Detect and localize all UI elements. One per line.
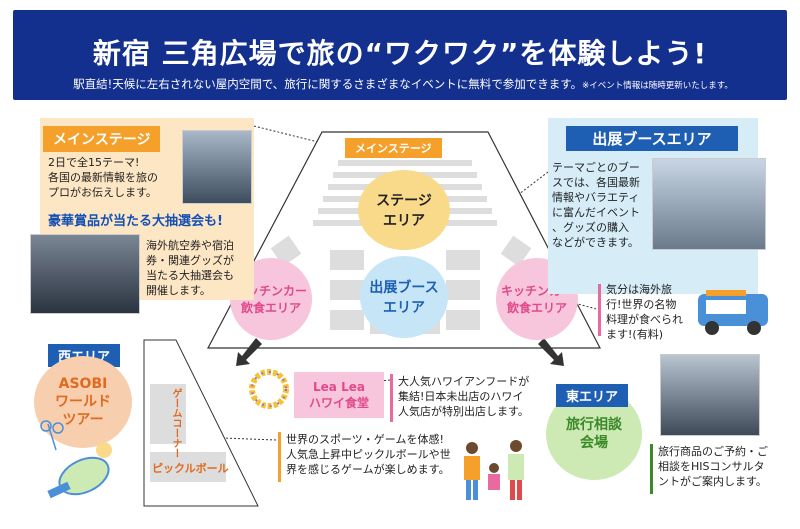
east-desc: 旅行商品のご予約・ご 相談をHISコンサルタ ントがご案内します。: [658, 445, 768, 488]
header-banner: 新宿 三角広場で旅の“ワクワク”を体験しよう! 駅直結!天候に左右されない屋内空…: [13, 10, 787, 100]
lealea-desc-bar: [390, 374, 393, 422]
kitchen-desc-bar: [598, 284, 601, 336]
lei-icon: [249, 369, 289, 409]
game-corner-label: ゲームコーナー: [170, 388, 181, 458]
west-desc-bar: [278, 432, 281, 482]
pickleball-paddle-icon: [40, 420, 112, 499]
main-stage-map-tag: メインステージ: [345, 138, 442, 158]
lottery-title: 豪華賞品が当たる大抽選会も!: [48, 214, 223, 229]
east-area-tag: 東エリア: [556, 384, 629, 407]
west-desc: 世界のスポーツ・ゲームを体感! 人気急上昇中ピックルボールや世 界を感じるゲーム…: [286, 433, 451, 476]
family-illustration: [464, 440, 524, 500]
booth-desc: テーマごとのブー スでは、各国最新 情報やバラエティ に富んだイベント 、グッズ…: [552, 161, 640, 249]
main-stage-tag: メインステージ: [43, 126, 161, 152]
main-stage-desc: 2日で全15テーマ! 各国の最新情報を旅の プロがお伝えします。: [48, 156, 158, 199]
kitchen-car-icon: [698, 290, 768, 335]
lottery-photo: [30, 234, 140, 314]
page-title: 新宿 三角広場で旅の“ワクワク”を体験しよう!: [92, 37, 708, 70]
stage-photo: [182, 130, 252, 204]
lealea-desc: 大人気ハワイアンフードが 集結!日本未出店のハワイ 人気店が特別出店します。: [398, 375, 530, 418]
kitchen-desc: 気分は海外旅 行!世界の名物 料理が食べられ ます!(有料): [606, 283, 683, 341]
pickleball-label: ピックルボール: [152, 462, 229, 475]
consult-photo: [660, 354, 760, 436]
booth-tag: 出展ブースエリア: [566, 126, 738, 151]
booth-photo: [652, 158, 766, 250]
booth-area-circle: 出展ブースエリア: [360, 256, 448, 338]
page-subtitle: 駅直結!天候に左右されない屋内空間で、旅行に関するさまざまなイベントに無料で参加…: [73, 77, 733, 91]
east-desc-bar: [650, 444, 653, 494]
stage-area: ステージエリア: [358, 170, 450, 250]
lottery-desc: 海外航空券や宿泊 券・関連グッズが 当たる大抽選会も 開催します。: [146, 239, 234, 297]
